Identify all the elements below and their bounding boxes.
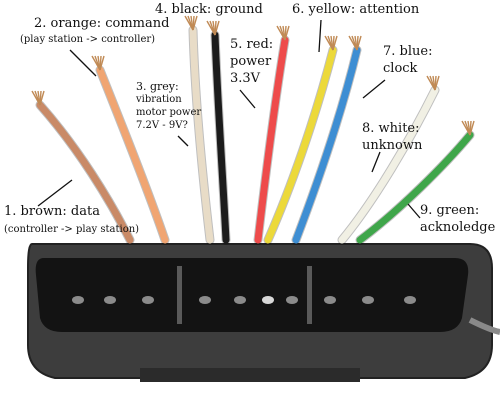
wires [31,15,475,245]
label-brown: 1. brown: data [4,204,100,219]
connector-pins [72,296,416,304]
connector-pin [104,296,116,304]
wire-brown [36,101,134,244]
connector-pin [324,296,336,304]
label-brown-sub: (controller -> play station) [4,224,140,235]
connector-pin [234,296,246,304]
label-grey: 3. grey: [136,80,179,93]
copper-strand [214,20,220,36]
label-green: 9. green: [420,203,480,218]
wire-white [338,86,439,244]
pointer-blue [362,79,386,99]
wire-orange [96,66,169,244]
label-pointers [37,19,421,219]
label-red-2: power [230,54,272,69]
label-blue: 7. blue: [383,44,433,59]
label-yellow: 6. yellow: attention [292,2,420,17]
label-red-3: 3.3V [230,71,261,86]
connector-pin [199,296,211,304]
pointer-brown [37,179,73,207]
copper-strand [356,35,362,51]
wire-green [356,131,474,244]
connector-socket [35,258,469,332]
pointer-white [371,151,381,173]
connector-pin [142,296,154,304]
label-orange-sub: (play station -> controller) [20,34,156,45]
cable-end [468,317,500,335]
connector [0,240,500,400]
label-green-2: acknoledge [420,220,496,235]
pointer-yellow [318,19,322,53]
label-grey-2: vibration [136,94,182,105]
connector-slot [140,368,360,382]
connector-pin [72,296,84,304]
label-grey-4: 7.2V - 9V? [136,120,188,131]
copper-strand [469,120,475,136]
copper-strand [332,35,338,51]
label-grey-3: motor power [136,107,202,118]
wire-black [211,31,230,244]
connector-pin [286,296,298,304]
wire-yellow [264,46,337,244]
wire-blue [292,46,361,244]
wire-red [254,36,289,244]
connector-pin [262,296,274,304]
label-orange: 2. orange: command [34,16,170,31]
wire-grey [189,26,214,244]
connector-divider-1 [177,266,182,324]
label-red: 5. red: [230,37,274,52]
connector-pin [362,296,374,304]
pointer-green [407,203,421,219]
connector-pin [404,296,416,304]
label-white-2: unknown [362,138,423,153]
copper-strand [99,55,105,71]
pointer-orange [69,49,97,77]
label-white: 8. white: [362,121,420,136]
pointer-red [239,89,256,109]
label-black: 4. black: ground [155,2,263,17]
copper-strand [434,75,440,91]
copper-strand [192,15,198,31]
copper-strand [284,25,290,41]
pointer-grey [177,135,189,147]
label-blue-2: clock [383,61,418,76]
copper-strand [39,90,45,106]
connector-divider-2 [307,266,312,324]
